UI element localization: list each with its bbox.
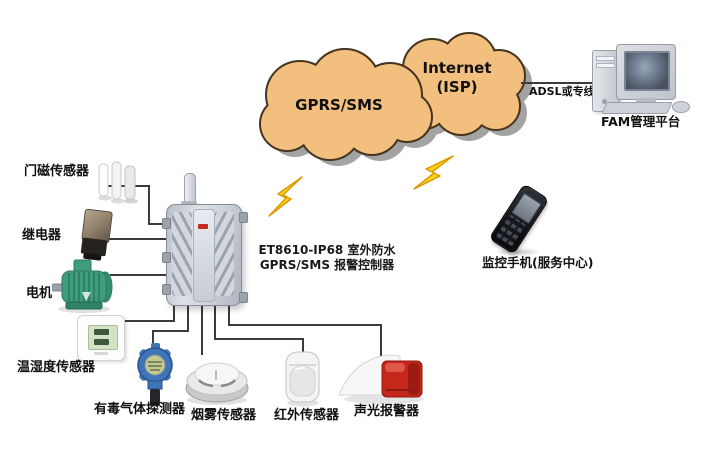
- computer-monitor: [616, 44, 676, 100]
- computer-icon: [588, 42, 696, 120]
- internet-cloud-label-line1: Internet: [422, 59, 492, 77]
- controller-logo: [198, 224, 208, 229]
- power-button: [602, 99, 607, 104]
- controller-label: ET8610-IP68 室外防水 GPRS/SMS 报警控制器: [252, 243, 402, 273]
- connector-line: [214, 338, 304, 340]
- connector-line: [103, 238, 167, 240]
- connector-line: [148, 185, 150, 225]
- controller-bracket: [162, 218, 171, 229]
- connector-line: [380, 324, 382, 357]
- controller-icon: [158, 168, 250, 308]
- vent-slot: [94, 352, 108, 355]
- connector-line: [214, 302, 216, 340]
- infrared-sensor-label: 红外传感器: [274, 408, 340, 423]
- connector-line: [201, 302, 203, 355]
- phone-label: 监控手机(服务中心): [482, 255, 594, 270]
- connector-line: [228, 324, 382, 326]
- internet-cloud-label-line2: (ISP): [436, 78, 478, 96]
- sound-light-alarm-icon: [338, 354, 424, 404]
- controller-bracket: [239, 212, 248, 223]
- adsl-link-label: ADSL或专线: [529, 85, 595, 98]
- controller-bracket: [162, 252, 171, 263]
- controller-bracket: [162, 284, 171, 295]
- monitor-stand: [636, 98, 656, 103]
- gas-detector-label: 有毒气体探测器: [94, 402, 186, 417]
- connector-line: [121, 320, 175, 322]
- temp-humidity-label: 温湿度传感器: [17, 360, 96, 375]
- connector-line: [148, 223, 170, 225]
- phone-icon: [480, 183, 560, 264]
- relay-icon: [73, 206, 119, 264]
- controller-center-panel: [193, 209, 215, 302]
- lcd-reading-bar: [94, 339, 109, 345]
- smoke-sensor-icon: [185, 362, 249, 405]
- connector-line: [228, 302, 230, 326]
- connector-line: [302, 338, 304, 354]
- connector-line: [110, 274, 168, 276]
- temp-humidity-sensor-icon: [77, 315, 125, 361]
- connector-line: [187, 302, 189, 332]
- connector-line-adsl: [521, 82, 598, 84]
- phone-body: [488, 183, 550, 255]
- controller-label-line2: GPRS/SMS 报警控制器: [259, 258, 395, 272]
- controller-fins-right: [214, 212, 234, 296]
- phone-shadow: [488, 246, 548, 258]
- motor-label: 电机: [26, 286, 53, 301]
- drive-slot: [596, 56, 615, 61]
- connector-line: [173, 302, 175, 322]
- motor-icon: [52, 259, 113, 313]
- infrared-sensor-icon: [285, 351, 320, 407]
- connector-line: [152, 330, 154, 347]
- fam-platform-label: FAM管理平台: [601, 114, 681, 129]
- drive-slot: [596, 63, 615, 68]
- connector-line: [152, 330, 189, 332]
- computer-screen: [624, 51, 670, 91]
- door-sensor-icon: [98, 161, 138, 204]
- computer-keyboard: [601, 102, 673, 114]
- gprs-cloud-label: GPRS/SMS: [295, 96, 383, 114]
- computer-mouse: [672, 101, 690, 113]
- door-sensor-label: 门磁传感器: [24, 164, 90, 179]
- controller-fins-left: [172, 212, 192, 296]
- lcd-reading-bar: [94, 329, 109, 335]
- relay-label: 继电器: [22, 228, 62, 243]
- smoke-sensor-label: 烟雾传感器: [191, 408, 257, 423]
- gas-detector-icon: [137, 343, 173, 406]
- controller-bracket: [239, 292, 248, 303]
- temp-humidity-lcd: [88, 325, 118, 350]
- lightning-icon: [413, 155, 454, 190]
- sound-light-alarm-label: 声光报警器: [354, 404, 420, 419]
- lightning-icon: [268, 176, 303, 217]
- controller-label-line1: ET8610-IP68 室外防水: [258, 243, 396, 257]
